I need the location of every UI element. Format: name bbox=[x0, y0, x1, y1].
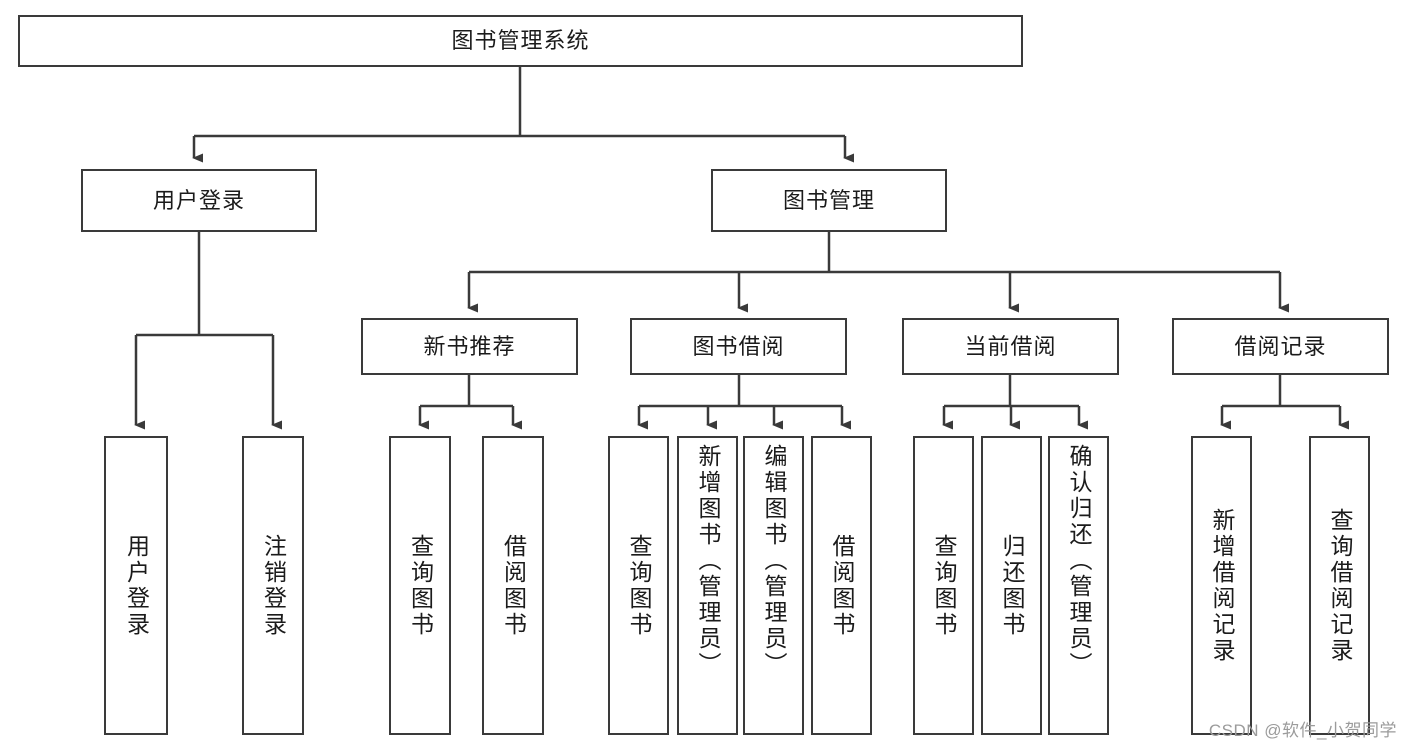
node-user-login-label: 用户登录 bbox=[152, 187, 245, 213]
edge-group-root bbox=[192, 67, 855, 163]
leaf-borrow-book-recommend[interactable]: 借阅图书 bbox=[482, 436, 544, 735]
node-borrow-record-label: 借阅记录 bbox=[1234, 333, 1327, 359]
leaf-query-borrow-record[interactable]: 查询借阅记录 bbox=[1309, 436, 1370, 735]
leaf-add-book-admin-label: 新增图书（管理员） bbox=[695, 444, 721, 678]
leaf-query-book-recommend-label: 查询图书 bbox=[407, 533, 434, 638]
node-book-borrow[interactable]: 图书借阅 bbox=[630, 318, 847, 375]
leaf-add-book-admin[interactable]: 新增图书（管理员） bbox=[677, 436, 738, 735]
leaf-logout[interactable]: 注销登录 bbox=[242, 436, 304, 735]
node-root[interactable]: 图书管理系统 bbox=[18, 15, 1023, 67]
leaf-query-book-recommend[interactable]: 查询图书 bbox=[389, 436, 451, 735]
leaf-add-borrow-record[interactable]: 新增借阅记录 bbox=[1191, 436, 1252, 735]
leaf-user-login[interactable]: 用户登录 bbox=[104, 436, 168, 735]
edge-group-book-management bbox=[467, 232, 1290, 313]
leaf-return-book[interactable]: 归还图书 bbox=[981, 436, 1042, 735]
node-current-borrow-label: 当前借阅 bbox=[964, 333, 1057, 359]
edge-group-book-borrow bbox=[637, 375, 852, 430]
leaf-confirm-return-admin-label: 确认归还（管理员） bbox=[1066, 444, 1092, 678]
leaf-borrow-book[interactable]: 借阅图书 bbox=[811, 436, 872, 735]
node-book-borrow-label: 图书借阅 bbox=[692, 333, 785, 359]
node-borrow-record[interactable]: 借阅记录 bbox=[1172, 318, 1389, 375]
leaf-borrow-book-recommend-label: 借阅图书 bbox=[500, 533, 527, 638]
leaf-logout-label: 注销登录 bbox=[260, 533, 287, 638]
edge-group-user-login bbox=[134, 232, 283, 430]
node-root-label: 图书管理系统 bbox=[451, 28, 590, 54]
edge-group-new-book-recommend bbox=[418, 375, 523, 430]
leaf-query-book-current-label: 查询图书 bbox=[931, 533, 957, 638]
node-new-book-recommend-label: 新书推荐 bbox=[423, 333, 516, 359]
leaf-confirm-return-admin[interactable]: 确认归还（管理员） bbox=[1048, 436, 1109, 735]
leaf-query-book-borrow[interactable]: 查询图书 bbox=[608, 436, 669, 735]
node-user-login[interactable]: 用户登录 bbox=[81, 169, 317, 232]
node-new-book-recommend[interactable]: 新书推荐 bbox=[361, 318, 578, 375]
node-book-management-label: 图书管理 bbox=[782, 187, 875, 213]
edge-group-current-borrow bbox=[942, 375, 1089, 430]
leaf-edit-book-admin[interactable]: 编辑图书（管理员） bbox=[743, 436, 804, 735]
edge-group-borrow-record bbox=[1220, 375, 1350, 430]
leaf-query-book-borrow-label: 查询图书 bbox=[626, 533, 652, 638]
leaf-borrow-book-label: 借阅图书 bbox=[829, 533, 855, 638]
leaf-user-login-label: 用户登录 bbox=[123, 533, 150, 638]
leaf-query-borrow-record-label: 查询借阅记录 bbox=[1327, 507, 1353, 664]
node-book-management[interactable]: 图书管理 bbox=[711, 169, 947, 232]
leaf-query-book-current[interactable]: 查询图书 bbox=[913, 436, 974, 735]
node-current-borrow[interactable]: 当前借阅 bbox=[902, 318, 1119, 375]
leaf-add-borrow-record-label: 新增借阅记录 bbox=[1209, 507, 1235, 664]
leaf-edit-book-admin-label: 编辑图书（管理员） bbox=[761, 444, 787, 678]
leaf-return-book-label: 归还图书 bbox=[999, 533, 1025, 638]
